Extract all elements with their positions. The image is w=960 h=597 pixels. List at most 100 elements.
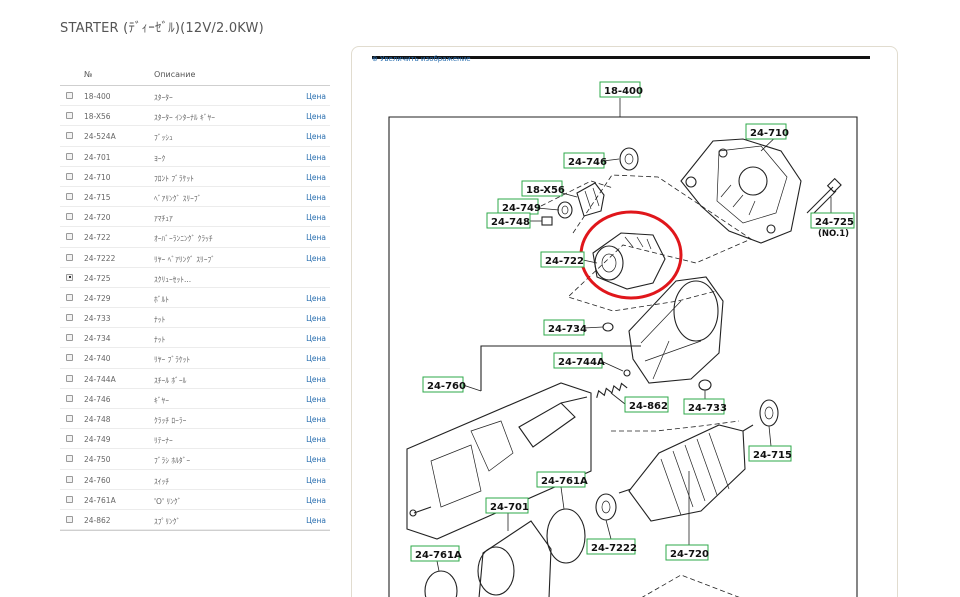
price-link[interactable]: Цена	[306, 515, 326, 525]
part-description: ﾌﾞﾗｼ ﾎﾙﾀﾞｰ	[154, 456, 191, 466]
part-number: 24-746	[84, 394, 111, 404]
price-link[interactable]: Цена	[306, 112, 326, 122]
row-checkbox[interactable]	[66, 374, 73, 382]
row-checkbox[interactable]	[66, 253, 73, 261]
price-link[interactable]: Цена	[306, 152, 326, 162]
price-link[interactable]: Цена	[306, 132, 326, 142]
row-checkbox[interactable]	[66, 455, 73, 463]
callout-24-748[interactable]: 24-748	[486, 212, 531, 229]
row-checkbox[interactable]	[66, 233, 73, 241]
part-description: ﾘﾃｰﾅｰ	[154, 436, 173, 446]
callout-24-701[interactable]: 24-701	[485, 497, 529, 514]
part-number: 24-749	[84, 435, 111, 445]
svg-text:24-722: 24-722	[545, 256, 584, 267]
part-number: 18-X56	[84, 112, 111, 122]
price-link[interactable]: Цена	[306, 213, 326, 223]
row-checkbox[interactable]	[66, 92, 73, 99]
callout-24-760[interactable]: 24-760	[422, 376, 466, 393]
part-description: ﾌﾞｯｼｭ	[154, 133, 173, 143]
price-link[interactable]: Цена	[306, 394, 326, 404]
callout-24-725[interactable]: 24-725	[810, 212, 855, 229]
price-link[interactable]: Цена	[306, 293, 326, 303]
callout-24-744a[interactable]: 24-744A	[553, 352, 605, 369]
row-checkbox[interactable]	[66, 475, 73, 483]
price-link[interactable]: Цена	[306, 314, 326, 324]
switch-drawing	[406, 345, 641, 540]
row-checkbox[interactable]	[66, 334, 73, 342]
row-checkbox[interactable]	[66, 273, 73, 281]
svg-text:24-760: 24-760	[427, 381, 466, 392]
price-link[interactable]: Цена	[306, 92, 326, 101]
price-link[interactable]: Цена	[306, 192, 326, 202]
callout-24-761a-right[interactable]: 24-761A	[536, 471, 588, 488]
row-checkbox[interactable]	[66, 394, 73, 402]
callout-24-862[interactable]: 24-862	[624, 396, 669, 413]
steel-ball-drawing	[623, 369, 631, 377]
part-number: 24-524A	[84, 132, 116, 142]
svg-text:24-710: 24-710	[750, 128, 789, 139]
row-checkbox[interactable]	[66, 152, 73, 160]
callout-18-x56[interactable]: 18-X56	[521, 180, 565, 197]
enlarge-image-link[interactable]: ⊕ Увеличить изображение	[372, 55, 471, 63]
part-description: ﾎﾞﾙﾄ	[154, 294, 169, 304]
row-checkbox[interactable]	[66, 192, 73, 200]
price-link[interactable]: Цена	[306, 495, 326, 505]
price-link[interactable]: Цена	[306, 334, 326, 344]
price-link[interactable]: Цена	[306, 374, 326, 384]
part-description: ｸﾗｯﾁ ﾛｰﾗｰ	[154, 416, 187, 425]
price-link[interactable]: Цена	[306, 233, 326, 243]
callout-24-7222[interactable]: 24-7222	[586, 538, 637, 555]
row-checkbox[interactable]	[66, 293, 73, 301]
row-checkbox[interactable]	[66, 314, 73, 322]
part-description: ｽｸﾘｭｰｾｯﾄ...	[154, 274, 192, 284]
row-checkbox[interactable]	[66, 132, 73, 140]
svg-text:24-720: 24-720	[670, 549, 709, 560]
row-checkbox[interactable]	[66, 172, 73, 180]
highlight-circle-24-722	[579, 210, 683, 300]
price-link[interactable]: Цена	[306, 415, 326, 424]
row-checkbox[interactable]	[66, 495, 73, 503]
price-link[interactable]: Цена	[306, 475, 326, 485]
callout-24-720[interactable]: 24-720	[665, 544, 709, 561]
callout-24-749[interactable]: 24-749	[497, 198, 541, 215]
svg-text:18-X56: 18-X56	[526, 185, 565, 196]
part-number: 24-740	[84, 354, 111, 364]
gear-drawing	[619, 147, 639, 171]
price-link[interactable]: Цена	[306, 253, 326, 263]
callout-24-746[interactable]: 24-746	[563, 152, 607, 169]
callout-24-710[interactable]: 24-710	[745, 123, 789, 140]
callout-24-722[interactable]: 24-722	[540, 251, 585, 268]
column-header-description: Описание	[154, 70, 196, 79]
svg-text:24-749: 24-749	[502, 203, 541, 214]
price-link[interactable]: Цена	[306, 435, 326, 445]
row-checkbox[interactable]	[66, 354, 73, 362]
row-checkbox[interactable]	[66, 415, 73, 422]
part-number: 24-733	[84, 314, 111, 324]
price-link[interactable]: Цена	[306, 455, 326, 465]
part-number: 24-744A	[84, 374, 116, 384]
row-checkbox[interactable]	[66, 112, 73, 120]
row-checkbox[interactable]	[66, 435, 73, 443]
svg-text:24-7222: 24-7222	[591, 543, 637, 554]
page-title: STARTER (ﾃﾞｨｰｾﾞﾙ)(12V/2.0KW)	[60, 21, 264, 36]
part-description: ｽﾌﾟﾘﾝｸﾞ	[154, 516, 181, 526]
callout-24-761a-left[interactable]: 24-761A	[410, 545, 462, 562]
callout-24-733[interactable]: 24-733	[683, 398, 727, 415]
svg-text:24-715: 24-715	[753, 450, 792, 461]
callout-18-400[interactable]: 18-400	[599, 81, 643, 98]
nut-24-734-drawing	[602, 322, 614, 332]
row-checkbox[interactable]	[66, 213, 73, 221]
row-checkbox[interactable]	[66, 515, 73, 523]
yoke-drawing	[477, 520, 552, 597]
part-number: 18-400	[84, 92, 111, 101]
price-link[interactable]: Цена	[306, 354, 326, 364]
callout-24-734[interactable]: 24-734	[543, 319, 587, 336]
callout-24-715[interactable]: 24-715	[748, 445, 792, 462]
part-description: ｷﾞﾔｰ	[154, 395, 169, 405]
price-link[interactable]: Цена	[306, 172, 326, 182]
